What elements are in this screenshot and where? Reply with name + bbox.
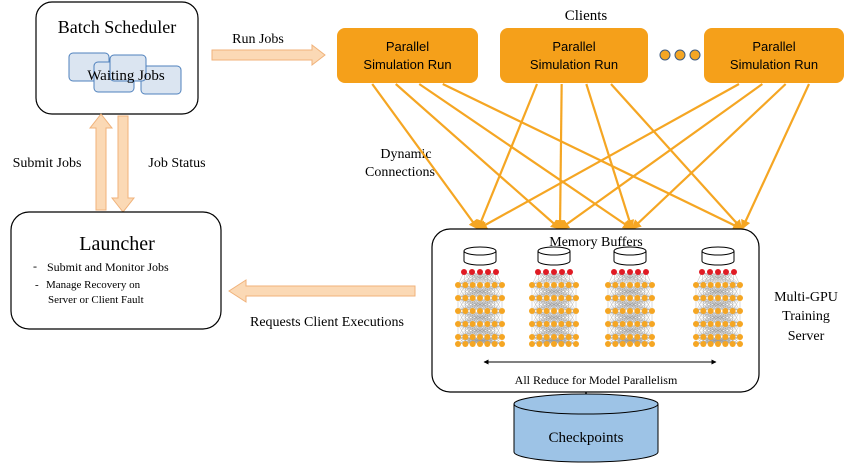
connection-arrow xyxy=(610,83,743,230)
submit-jobs-label: Submit Jobs xyxy=(13,156,82,171)
svg-text:Parallel: Parallel xyxy=(552,39,595,54)
memory-buffer-icon xyxy=(463,246,497,266)
memory-buffer-icon xyxy=(537,246,571,266)
requests-client-executions-arrow xyxy=(228,279,416,303)
svg-text:-: - xyxy=(33,259,37,273)
connection-arrow xyxy=(442,83,743,230)
checkpoints-label: Checkpoints xyxy=(549,430,624,446)
svg-text:Simulation Run: Simulation Run xyxy=(530,57,618,72)
batch-scheduler-box[interactable]: Batch Scheduler Waiting Jobs xyxy=(35,1,199,115)
connection-arrow xyxy=(555,83,566,230)
training-server-box xyxy=(431,228,760,393)
gpu-model-replica xyxy=(693,246,743,347)
waiting-jobs-label: Waiting Jobs xyxy=(87,68,165,84)
dynamic-connections-label-2: Connections xyxy=(365,165,435,180)
more-clients-ellipsis xyxy=(659,49,701,61)
connection-arrow xyxy=(476,83,539,230)
neural-network-icon xyxy=(693,269,743,347)
run-jobs-arrow xyxy=(211,43,326,67)
svg-text:Parallel: Parallel xyxy=(386,39,429,54)
svg-text:-: - xyxy=(35,279,39,291)
requests-client-executions-label: Requests Client Executions xyxy=(250,315,404,330)
launcher-bullet-recovery-2: Server or Client Fault xyxy=(48,294,144,306)
waiting-jobs-queue: Waiting Jobs xyxy=(68,52,182,95)
submit-jobs-arrow xyxy=(88,113,114,211)
connection-arrow xyxy=(395,83,561,230)
memory-buffers-label: Memory Buffers xyxy=(549,235,642,250)
memory-buffer-icon xyxy=(613,246,647,266)
launcher-bullet-recovery-1: Manage Recovery on xyxy=(46,279,141,291)
server-label-1: Multi-GPU xyxy=(774,290,838,305)
connection-arrow xyxy=(371,83,479,230)
gpu-model-replica xyxy=(455,246,505,347)
connection-arrow xyxy=(631,83,787,230)
server-label-2: Training xyxy=(782,309,830,324)
svg-text:Simulation Run: Simulation Run xyxy=(730,57,818,72)
connection-arrow xyxy=(418,83,633,230)
clients-title: Clients xyxy=(565,8,608,24)
gpu-columns xyxy=(455,246,743,347)
client-node[interactable]: Parallel Simulation Run xyxy=(500,28,648,83)
run-jobs-label: Run Jobs xyxy=(232,32,284,47)
dynamic-connections xyxy=(371,83,810,230)
client-node[interactable]: Parallel Simulation Run xyxy=(337,28,478,83)
server-label-3: Server xyxy=(788,329,825,344)
memory-buffer-icon xyxy=(701,246,735,266)
connection-arrow xyxy=(559,83,763,230)
dynamic-connections-label-1: Dynamic xyxy=(380,147,431,162)
neural-network-icon xyxy=(529,269,579,347)
gpu-model-replica xyxy=(529,246,579,347)
job-status-label: Job Status xyxy=(148,156,205,171)
neural-network-icon xyxy=(455,269,505,347)
connection-arrow xyxy=(741,83,810,230)
svg-text:Simulation Run: Simulation Run xyxy=(363,57,451,72)
connection-arrow xyxy=(477,83,740,230)
gpu-model-replica xyxy=(605,246,655,347)
checkpoints-storage[interactable]: Checkpoints xyxy=(513,393,659,463)
all-reduce-label: All Reduce for Model Parallelism xyxy=(515,373,678,387)
svg-text:Parallel: Parallel xyxy=(752,39,795,54)
batch-scheduler-title: Batch Scheduler xyxy=(58,17,176,37)
launcher-box[interactable]: Launcher - Submit and Monitor Jobs - Man… xyxy=(10,211,222,330)
neural-network-icon xyxy=(605,269,655,347)
launcher-bullet-submit: Submit and Monitor Jobs xyxy=(47,260,169,274)
queue-job-card xyxy=(109,54,147,82)
launcher-title: Launcher xyxy=(79,233,155,255)
job-status-arrow xyxy=(110,115,136,213)
client-node[interactable]: Parallel Simulation Run xyxy=(704,28,844,83)
